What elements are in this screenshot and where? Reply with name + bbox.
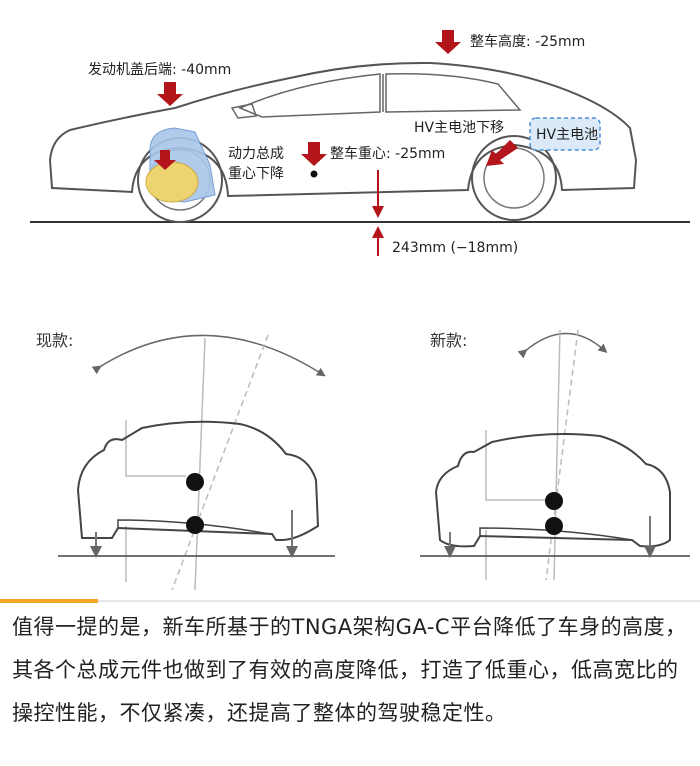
cog-down-arrow-icon <box>301 142 327 166</box>
cog-label: 整车重心: -25mm <box>330 145 445 162</box>
powertrain-label-2: 重心下降 <box>228 166 284 182</box>
section-divider <box>0 600 700 602</box>
clearance-label: 243mm (−18mm) <box>392 240 518 256</box>
new-model-label: 新款: <box>430 331 467 350</box>
roof-height-label: 整车高度: -25mm <box>470 33 585 50</box>
hv-battery-box <box>529 117 601 151</box>
side-view-car: HV主电池 发动机盖后端: -40mm 整车高度: -25mm HV主电池下移 … <box>30 30 690 256</box>
powertrain-down-arrow-icon <box>154 150 176 170</box>
hood-rear-label: 发动机盖后端: -40mm <box>88 62 231 78</box>
side-mirror <box>230 103 258 119</box>
article-paragraph: 值得一提的是，新车所基于的TNGA架构GA-C平台降低了车身的高度，其各个总成元… <box>12 615 687 725</box>
new-roll-arc <box>517 332 608 359</box>
new-model-diagram: 新款: <box>420 329 690 581</box>
hv-battery-label: HV主电池 <box>536 127 598 143</box>
hood-down-arrow-icon <box>157 82 183 106</box>
powertrain-icon <box>145 161 199 203</box>
hv-move-label: HV主电池下移 <box>414 120 504 136</box>
new-cog-upper <box>545 492 563 510</box>
current-cog-lower <box>186 516 204 534</box>
current-car-body <box>76 420 320 541</box>
battery-move-arrow-icon <box>486 140 518 166</box>
roof-down-arrow-icon <box>435 30 461 54</box>
tnga-diagram: HV主电池 发动机盖后端: -40mm 整车高度: -25mm HV主电池下移 … <box>30 30 690 591</box>
current-model-label: 现款: <box>36 331 73 350</box>
powertrain-label-1: 动力总成 <box>228 146 284 162</box>
cog-dot <box>310 170 318 178</box>
section-divider-accent <box>0 599 98 603</box>
new-cog-lower <box>545 517 563 535</box>
car-window <box>238 73 381 118</box>
car-window-rear <box>385 72 522 113</box>
current-cog-upper <box>186 473 204 491</box>
car-body-outline <box>48 61 638 198</box>
current-model-diagram: 现款: <box>36 331 335 591</box>
new-car-body <box>434 433 671 548</box>
current-roll-arc <box>91 334 326 377</box>
